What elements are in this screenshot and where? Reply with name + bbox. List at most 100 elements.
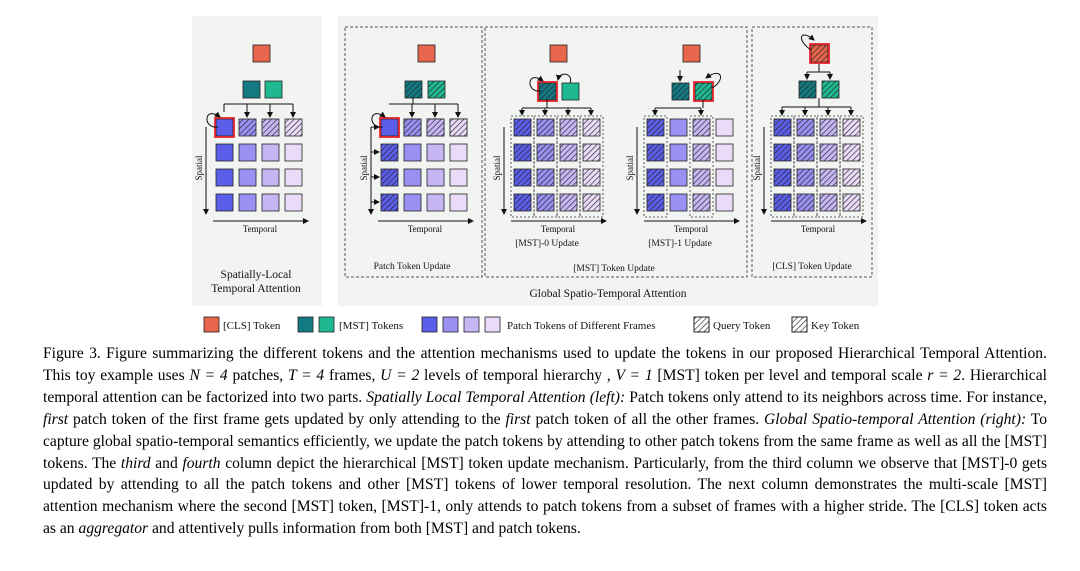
p5-patch-r3-c1-hatch (797, 194, 814, 211)
p5-patch-r3-c3-hatch (843, 194, 860, 211)
p5-patch-r3-c0-hatch (774, 194, 791, 211)
caption-math-t: T = 4 (287, 366, 325, 384)
caption-text-13: and attentively pulls information from b… (148, 520, 581, 538)
p4-patch-r3-c2-hatch (693, 194, 710, 211)
caption-italic-6: fourth (182, 454, 221, 472)
caption-text-3: frames, (324, 366, 381, 384)
p5-patch-r2-c2-hatch (820, 169, 837, 186)
legend: [CLS] Token [MST] Tokens Patch Tokens of… (203, 316, 860, 333)
legend-swatch-frame-2 (442, 316, 459, 333)
p3-mst-link (556, 73, 572, 84)
p3-patch-r1-c0-hatch (514, 144, 531, 161)
p2-patch-r3-c1 (403, 193, 422, 212)
p4-patch-r0-c0-hatch (647, 119, 664, 136)
p1-patch-r1-c0 (215, 143, 234, 162)
caption-text-5: [MST] token per level and temporal scale (652, 366, 928, 384)
p3-patch-r1-c2-hatch (560, 144, 577, 161)
p3-spatial-label: Spatial (492, 155, 502, 180)
p4-column-group-0 (643, 115, 668, 218)
p2-patch-r2-c2 (426, 168, 445, 187)
p5-patch-r0-c3-hatch (843, 119, 860, 136)
legend-label-patch: Patch Tokens of Different Frames (507, 320, 656, 332)
p3-patch-r0-c3-hatch (583, 119, 600, 136)
p2-temporal-label: Temporal (408, 224, 443, 234)
p5-patch-r0-c0-hatch (774, 119, 791, 136)
p3-temporal-label: Temporal (541, 224, 576, 234)
p4-patch-r2-c3 (715, 168, 734, 187)
legend-label-mst: [MST] Tokens (339, 320, 403, 332)
legend-label-cls: [CLS] Token (223, 320, 281, 332)
p5-patch-r1-c2-hatch (820, 144, 837, 161)
p3-column-group-3 (579, 115, 604, 218)
p5-patch-r2-c3-hatch (843, 169, 860, 186)
legend-label-query: Query Token (713, 320, 771, 332)
p1-patch-r3-c3 (284, 193, 303, 212)
panel-title-left-1: Spatially-Local (221, 269, 292, 281)
p1-patch-r0-c3-hatch (285, 119, 302, 136)
legend-swatch-frame-4 (484, 316, 501, 333)
caption-math-n: N = 4 (189, 366, 228, 384)
p4-patch-r2-c2-hatch (693, 169, 710, 186)
p1-cls-token (252, 44, 271, 63)
p2-key-r0-c3-hatch (450, 119, 467, 136)
caption-italic-5: third (120, 454, 151, 472)
p2-patch-r1-c3 (449, 143, 468, 162)
caption-text-10: To capture global spatio-temporal semant… (43, 410, 1047, 472)
p3-cls-token (549, 44, 568, 63)
p4-spatial-label: Spatial (625, 155, 635, 180)
p2-key-r0-c2-hatch (427, 119, 444, 136)
p4-patch-r0-c3 (715, 118, 734, 137)
p1-patch-r2-c2 (261, 168, 280, 187)
p3-patch-r1-c1-hatch (537, 144, 554, 161)
legend-swatch-mst-1 (318, 316, 335, 333)
caption-text-6: . Hierarchical temporal attention can be… (43, 366, 1047, 406)
caption-italic-1: Spatially Local Temporal Attention (left… (366, 388, 626, 406)
legend-swatch-query-hatch (694, 317, 709, 332)
p5-cls-token-query-border (809, 43, 830, 64)
p1-patch-r2-c1 (238, 168, 257, 187)
p2-cls-token (417, 44, 436, 63)
p1-self-loop (206, 111, 221, 128)
caption-math-v: V = 1 (615, 366, 653, 384)
panel-subtitle-mst: [MST] Token Update (573, 264, 654, 274)
panel-subtitle-mst1: [MST]-1 Update (648, 239, 712, 249)
p1-patch-r2-c3 (284, 168, 303, 187)
p4-patch-r3-c0-hatch (647, 194, 664, 211)
p2-spatial-label: Spatial (359, 155, 369, 180)
p1-temporal-label: Temporal (243, 224, 278, 234)
p4-patch-r3-c3 (715, 193, 734, 212)
panel-subtitle-cls: [CLS] Token Update (772, 262, 851, 272)
p4-patch-r1-c1 (669, 143, 688, 162)
p3-patch-r0-c2-hatch (560, 119, 577, 136)
p3-mst-token-0-hatch (539, 83, 556, 100)
p2-patch-r2-c1 (403, 168, 422, 187)
p3-patch-r0-c1-hatch (537, 119, 554, 136)
caption-text-11: and (150, 454, 183, 472)
p3-patch-r2-c2-hatch (560, 169, 577, 186)
p1-patch-r1-c2 (261, 143, 280, 162)
caption-text-2: patches, (227, 366, 288, 384)
p2-patch-r3-c3 (449, 193, 468, 212)
panel-subtitle-patch: Patch Token Update (374, 262, 451, 272)
caption-text-4: levels of temporal hierarchy , (419, 366, 616, 384)
p3-mst-token-1 (561, 82, 580, 101)
p4-mst-token-1-hatch (695, 83, 712, 100)
caption-italic-3: first (505, 410, 531, 428)
caption-text-1: Figure summarizing the different tokens … (43, 345, 1047, 384)
p4-column-group-2 (689, 115, 714, 218)
legend-swatch-frame-1 (421, 316, 438, 333)
legend-swatch-mst-0 (297, 316, 314, 333)
panel-border-patch-update (344, 26, 483, 278)
p3-patch-r3-c1-hatch (537, 194, 554, 211)
panel-border-mst-update (484, 26, 748, 278)
p5-patch-r3-c2-hatch (820, 194, 837, 211)
p5-spatial-label: Spatial (752, 155, 762, 180)
p2-mst-token-1-hatch (428, 81, 445, 98)
p1-patch-r0-c1-hatch (239, 119, 256, 136)
p4-cls-token (682, 44, 701, 63)
p5-column-group-3 (839, 115, 864, 218)
caption-math-u: U = 2 (380, 366, 420, 384)
caption-italic-4: Global Spatio-temporal Attention (right)… (764, 410, 1027, 428)
p2-patch-r1-c0-hatch (381, 144, 398, 161)
p5-mst-token-0-hatch (799, 81, 816, 98)
